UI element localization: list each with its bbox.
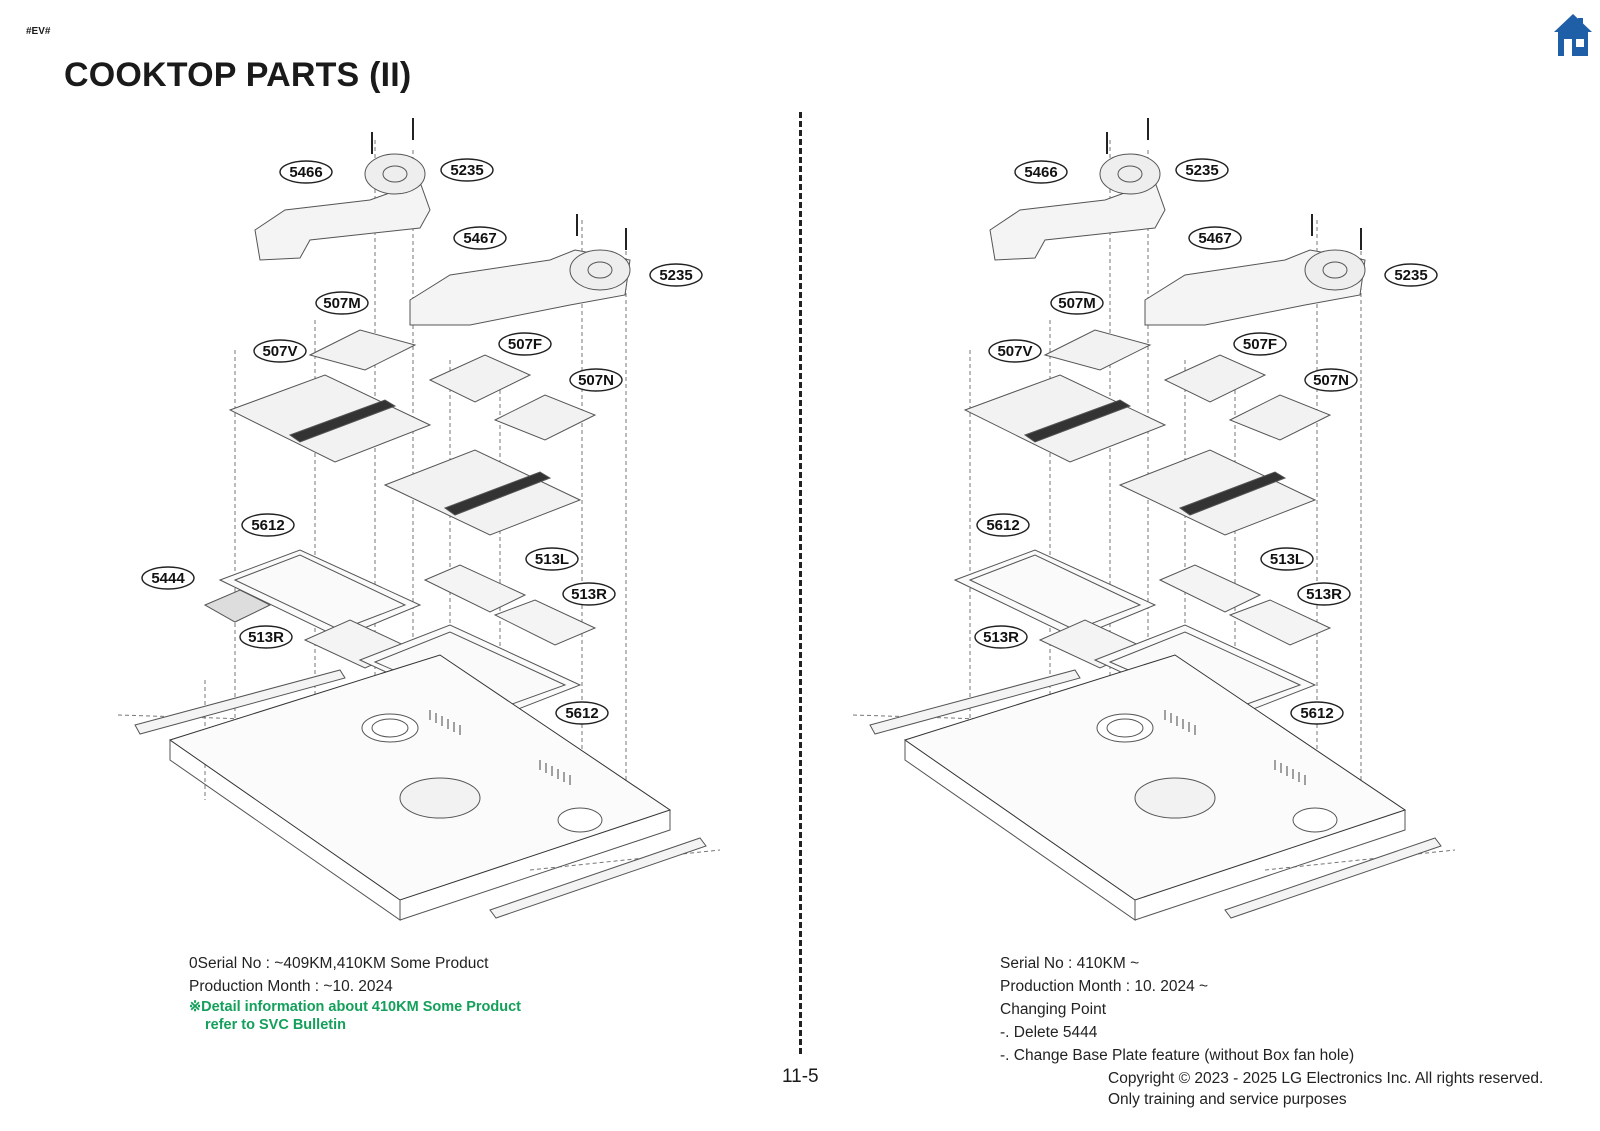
- svg-text:5235: 5235: [1394, 267, 1427, 284]
- callout-513L: 513L: [1260, 547, 1314, 571]
- callout-507M: 507M: [315, 291, 369, 315]
- left-note-serial: 0Serial No : ~409KM,410KM Some Product: [189, 955, 489, 972]
- document-tag: #EV#: [26, 26, 51, 37]
- svg-text:513R: 513R: [983, 629, 1019, 646]
- right-note-serial: Serial No : 410KM ~: [1000, 955, 1140, 972]
- callout-5235-b: 5235: [1384, 263, 1438, 287]
- svg-text:5467: 5467: [463, 230, 496, 247]
- callout-5612-a: 5612: [976, 513, 1030, 537]
- svg-text:507N: 507N: [578, 372, 614, 389]
- svg-text:5444: 5444: [151, 570, 185, 587]
- callout-507N: 507N: [1304, 368, 1358, 392]
- callout-5235-a: 5235: [1175, 158, 1229, 182]
- copyright-line-2: Only training and service purposes: [1108, 1091, 1347, 1108]
- svg-text:507M: 507M: [323, 295, 361, 312]
- right-note-production-month: Production Month : 10. 2024 ~: [1000, 978, 1209, 995]
- svg-text:513R: 513R: [571, 586, 607, 603]
- callout-513R-b: 513R: [239, 625, 293, 649]
- page-divider: [799, 112, 802, 1054]
- exploded-diagram-right: 5466 5235 5467 5235 507M 507V 507F 507N …: [845, 110, 1475, 940]
- svg-text:507V: 507V: [262, 343, 297, 360]
- svg-text:507V: 507V: [997, 343, 1032, 360]
- left-serial-note: 0Serial No : ~409KM,410KM Some Product P…: [189, 952, 521, 1034]
- svg-text:5612: 5612: [251, 517, 284, 534]
- callout-5235-a: 5235: [440, 158, 494, 182]
- callout-513L: 513L: [525, 547, 579, 571]
- copyright-line-1: Copyright © 2023 - 2025 LG Electronics I…: [1108, 1070, 1544, 1087]
- svg-text:507F: 507F: [1243, 336, 1277, 353]
- callout-5466: 5466: [279, 160, 333, 184]
- svg-text:5612: 5612: [1300, 705, 1333, 722]
- right-note-changing-point: Changing Point: [1000, 1001, 1106, 1018]
- callout-5612-b: 5612: [1290, 701, 1344, 725]
- exploded-diagram-left: 5466 5235 5467 5235 507M 507V 507F 507N …: [110, 110, 740, 940]
- left-note-production-month: Production Month : ~10. 2024: [189, 978, 393, 995]
- callout-5444: 5444: [141, 566, 195, 590]
- left-note-detail-info: ※Detail information about 410KM Some Pro…: [189, 999, 521, 1015]
- page-title: COOKTOP PARTS (II): [64, 56, 412, 94]
- callout-507V: 507V: [253, 339, 307, 363]
- home-icon[interactable]: [1553, 12, 1593, 58]
- svg-text:513L: 513L: [1270, 551, 1304, 568]
- callout-5467: 5467: [1188, 226, 1242, 250]
- svg-text:513R: 513R: [248, 629, 284, 646]
- copyright-notice: Copyright © 2023 - 2025 LG Electronics I…: [1108, 1068, 1543, 1110]
- callout-group-left: 5466 5235 5467 5235 507M 507V 507F 507N …: [141, 158, 703, 725]
- right-note-base-plate: -. Change Base Plate feature (without Bo…: [1000, 1047, 1355, 1064]
- svg-text:5235: 5235: [450, 162, 483, 179]
- callout-513R-a: 513R: [1297, 582, 1351, 606]
- svg-text:513R: 513R: [1306, 586, 1342, 603]
- svg-text:5235: 5235: [1185, 162, 1218, 179]
- svg-text:5612: 5612: [986, 517, 1019, 534]
- left-note-bulletin-ref: refer to SVC Bulletin: [205, 1017, 346, 1033]
- callout-507V: 507V: [988, 339, 1042, 363]
- svg-text:5235: 5235: [659, 267, 692, 284]
- callout-507F: 507F: [1233, 332, 1287, 356]
- callout-5466: 5466: [1014, 160, 1068, 184]
- svg-text:5467: 5467: [1198, 230, 1231, 247]
- callout-group-right: 5466 5235 5467 5235 507M 507V 507F 507N …: [974, 158, 1438, 725]
- callout-5612-a: 5612: [241, 513, 295, 537]
- right-note-delete: -. Delete 5444: [1000, 1024, 1098, 1041]
- callout-5467: 5467: [453, 226, 507, 250]
- callout-507F: 507F: [498, 332, 552, 356]
- svg-text:5612: 5612: [565, 705, 598, 722]
- svg-text:5466: 5466: [1024, 164, 1057, 181]
- svg-text:507N: 507N: [1313, 372, 1349, 389]
- svg-text:507M: 507M: [1058, 295, 1096, 312]
- page-number: 11-5: [782, 1066, 819, 1087]
- callout-513R-a: 513R: [562, 582, 616, 606]
- callout-5235-b: 5235: [649, 263, 703, 287]
- callout-5612-b: 5612: [555, 701, 609, 725]
- callout-513R-b: 513R: [974, 625, 1028, 649]
- callout-507N: 507N: [569, 368, 623, 392]
- right-serial-note: Serial No : 410KM ~ Production Month : 1…: [1000, 952, 1354, 1067]
- svg-text:513L: 513L: [535, 551, 569, 568]
- callout-507M: 507M: [1050, 291, 1104, 315]
- svg-text:507F: 507F: [508, 336, 542, 353]
- svg-text:5466: 5466: [289, 164, 322, 181]
